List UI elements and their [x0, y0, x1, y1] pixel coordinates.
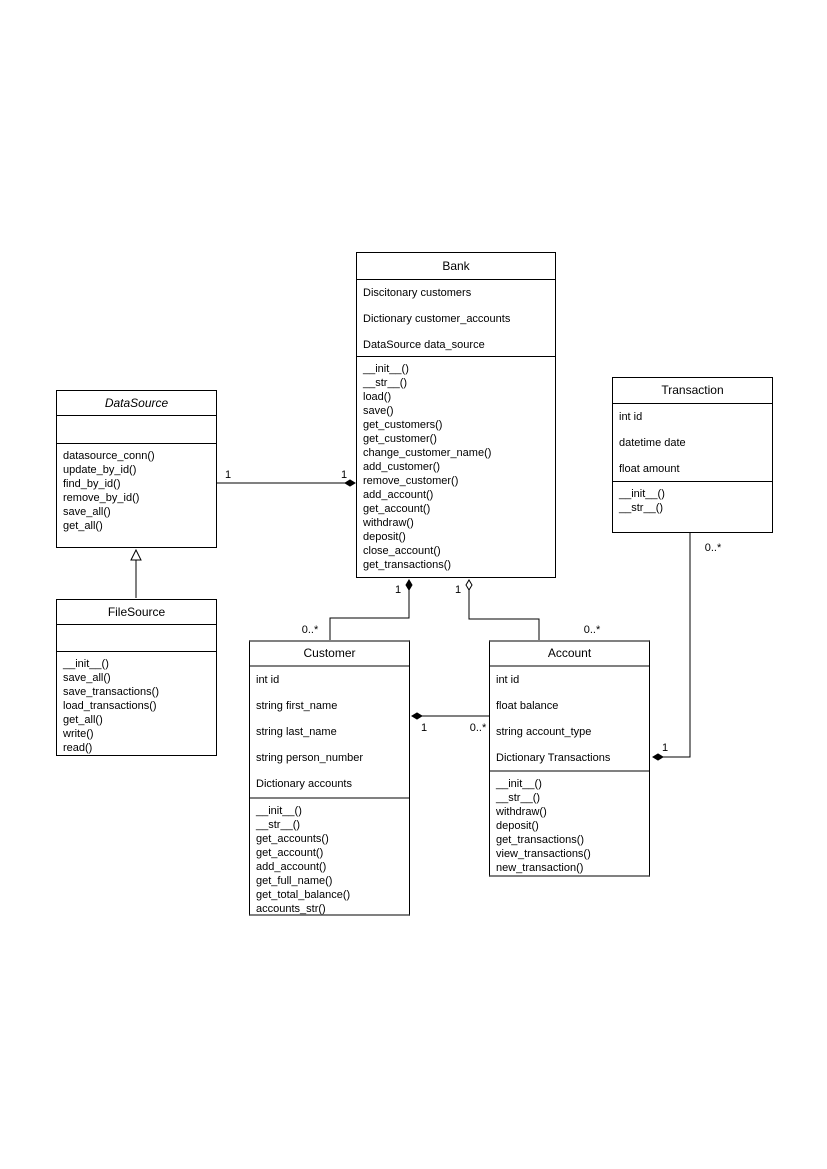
method: get_customer() [363, 433, 437, 445]
multiplicity-label: 0..* [302, 624, 319, 636]
method: get_full_name() [256, 875, 333, 887]
attribute: float amount [619, 463, 680, 475]
multiplicity-label: 1 [341, 469, 347, 481]
attribute: string first_name [256, 700, 338, 712]
method: find_by_id() [63, 478, 121, 490]
method: get_account() [363, 503, 431, 515]
attribute: datetime date [619, 437, 686, 449]
method: get_all() [63, 520, 103, 532]
multiplicity-label: 1 [662, 742, 668, 754]
method: get_accounts() [256, 833, 329, 845]
relation-bank-account[interactable] [465, 579, 540, 640]
class-methods: __init__() __str__() withdraw() deposit() ge… [490, 770, 649, 875]
class-attributes [57, 415, 216, 443]
method: withdraw() [496, 806, 547, 818]
attribute: Discitonary customers [363, 287, 472, 299]
method: __str__() [619, 502, 664, 514]
method: get_account() [256, 847, 324, 859]
class-transaction[interactable]: Transaction int id datetime date float amou… [612, 377, 773, 533]
multiplicity-label: 0..* [705, 542, 722, 554]
attribute: float balance [496, 700, 559, 712]
method: add_account() [256, 861, 327, 873]
method: add_customer() [363, 461, 441, 473]
method: remove_customer() [363, 475, 459, 487]
method: __init__() [63, 658, 109, 670]
class-attributes: int id datetime date float amount [613, 403, 772, 481]
class-title: Account [547, 646, 592, 660]
method: datasource_conn() [63, 450, 155, 462]
method: __init__() [256, 805, 302, 817]
class-attributes [57, 624, 216, 651]
method: add_account() [363, 489, 434, 501]
method: save_all() [63, 672, 111, 684]
method: get_all() [63, 714, 103, 726]
attribute: Dictionary Transactions [496, 752, 611, 764]
method: get_customers() [363, 419, 443, 431]
method: view_transactions() [496, 848, 591, 860]
method: get_transactions() [496, 834, 585, 846]
class-methods: __init__() save_all() save_transactions()l… [57, 651, 216, 755]
class-filesource[interactable]: FileSource __init__() save_all() save_trans… [56, 599, 217, 756]
method: save_all() [63, 506, 111, 518]
method: change_customer_name() [363, 447, 492, 459]
method: new_transaction() [496, 862, 584, 874]
attribute: int id [619, 411, 643, 423]
method: deposit() [363, 531, 406, 543]
method: __str__() [256, 819, 301, 831]
class-title: DataSource [104, 396, 169, 410]
attribute: DataSource data_source [363, 339, 485, 351]
method: __init__() [496, 778, 542, 790]
class-datasource[interactable]: DataSource datasource_conn() update_by_id(… [56, 390, 217, 548]
method: __str__() [496, 792, 541, 804]
method: __init__() [619, 488, 665, 500]
method: deposit() [496, 820, 539, 832]
multiplicity-label: 0..* [584, 624, 601, 636]
method: get_total_balance() [256, 889, 351, 901]
method: get_transactions() [363, 559, 452, 571]
class-title: Customer [303, 646, 356, 660]
method: save_transactions() [63, 686, 159, 698]
attribute: Dictionary customer_accounts [363, 313, 511, 325]
class-methods: __init__() __str__() get_accounts() get_acc… [250, 797, 409, 916]
attribute: int id [256, 674, 280, 686]
class-account[interactable]: Account int id float balance string account… [489, 640, 650, 877]
method: load() [363, 391, 392, 403]
method: __init__() [363, 363, 409, 375]
class-title: Bank [442, 259, 470, 273]
method: remove_by_id() [63, 492, 140, 504]
multiplicity-label: 1 [421, 722, 427, 734]
attribute: int id [496, 674, 520, 686]
attribute: string account_type [496, 726, 592, 738]
attribute: string last_name [256, 726, 337, 738]
method: update_by_id() [63, 464, 137, 476]
method: load_transactions() [63, 700, 157, 712]
method: accounts_str() [256, 903, 326, 915]
relation-bank-customer[interactable] [329, 579, 413, 640]
class-methods: __init__() __str__() load() save() get_custo… [357, 356, 555, 572]
multiplicity-label: 1 [395, 584, 401, 596]
multiplicity-label: 1 [225, 469, 231, 481]
class-methods: __init__() __str__() [613, 481, 772, 515]
class-methods: datasource_conn() update_by_id() find_by_i… [57, 443, 216, 533]
method: write() [63, 728, 94, 740]
multiplicity-label: 1 [455, 584, 461, 596]
method: withdraw() [363, 517, 414, 529]
class-title: Transaction [661, 383, 724, 397]
method: __str__() [363, 377, 408, 389]
attribute: Dictionary accounts [256, 778, 352, 790]
multiplicity-label: 0..* [470, 722, 487, 734]
class-title: FileSource [107, 605, 166, 619]
method: save() [363, 405, 394, 417]
method: close_account() [363, 545, 441, 557]
method: read() [63, 742, 93, 754]
relation-transaction-account[interactable] [652, 533, 691, 761]
attribute: string person_number [256, 752, 364, 764]
